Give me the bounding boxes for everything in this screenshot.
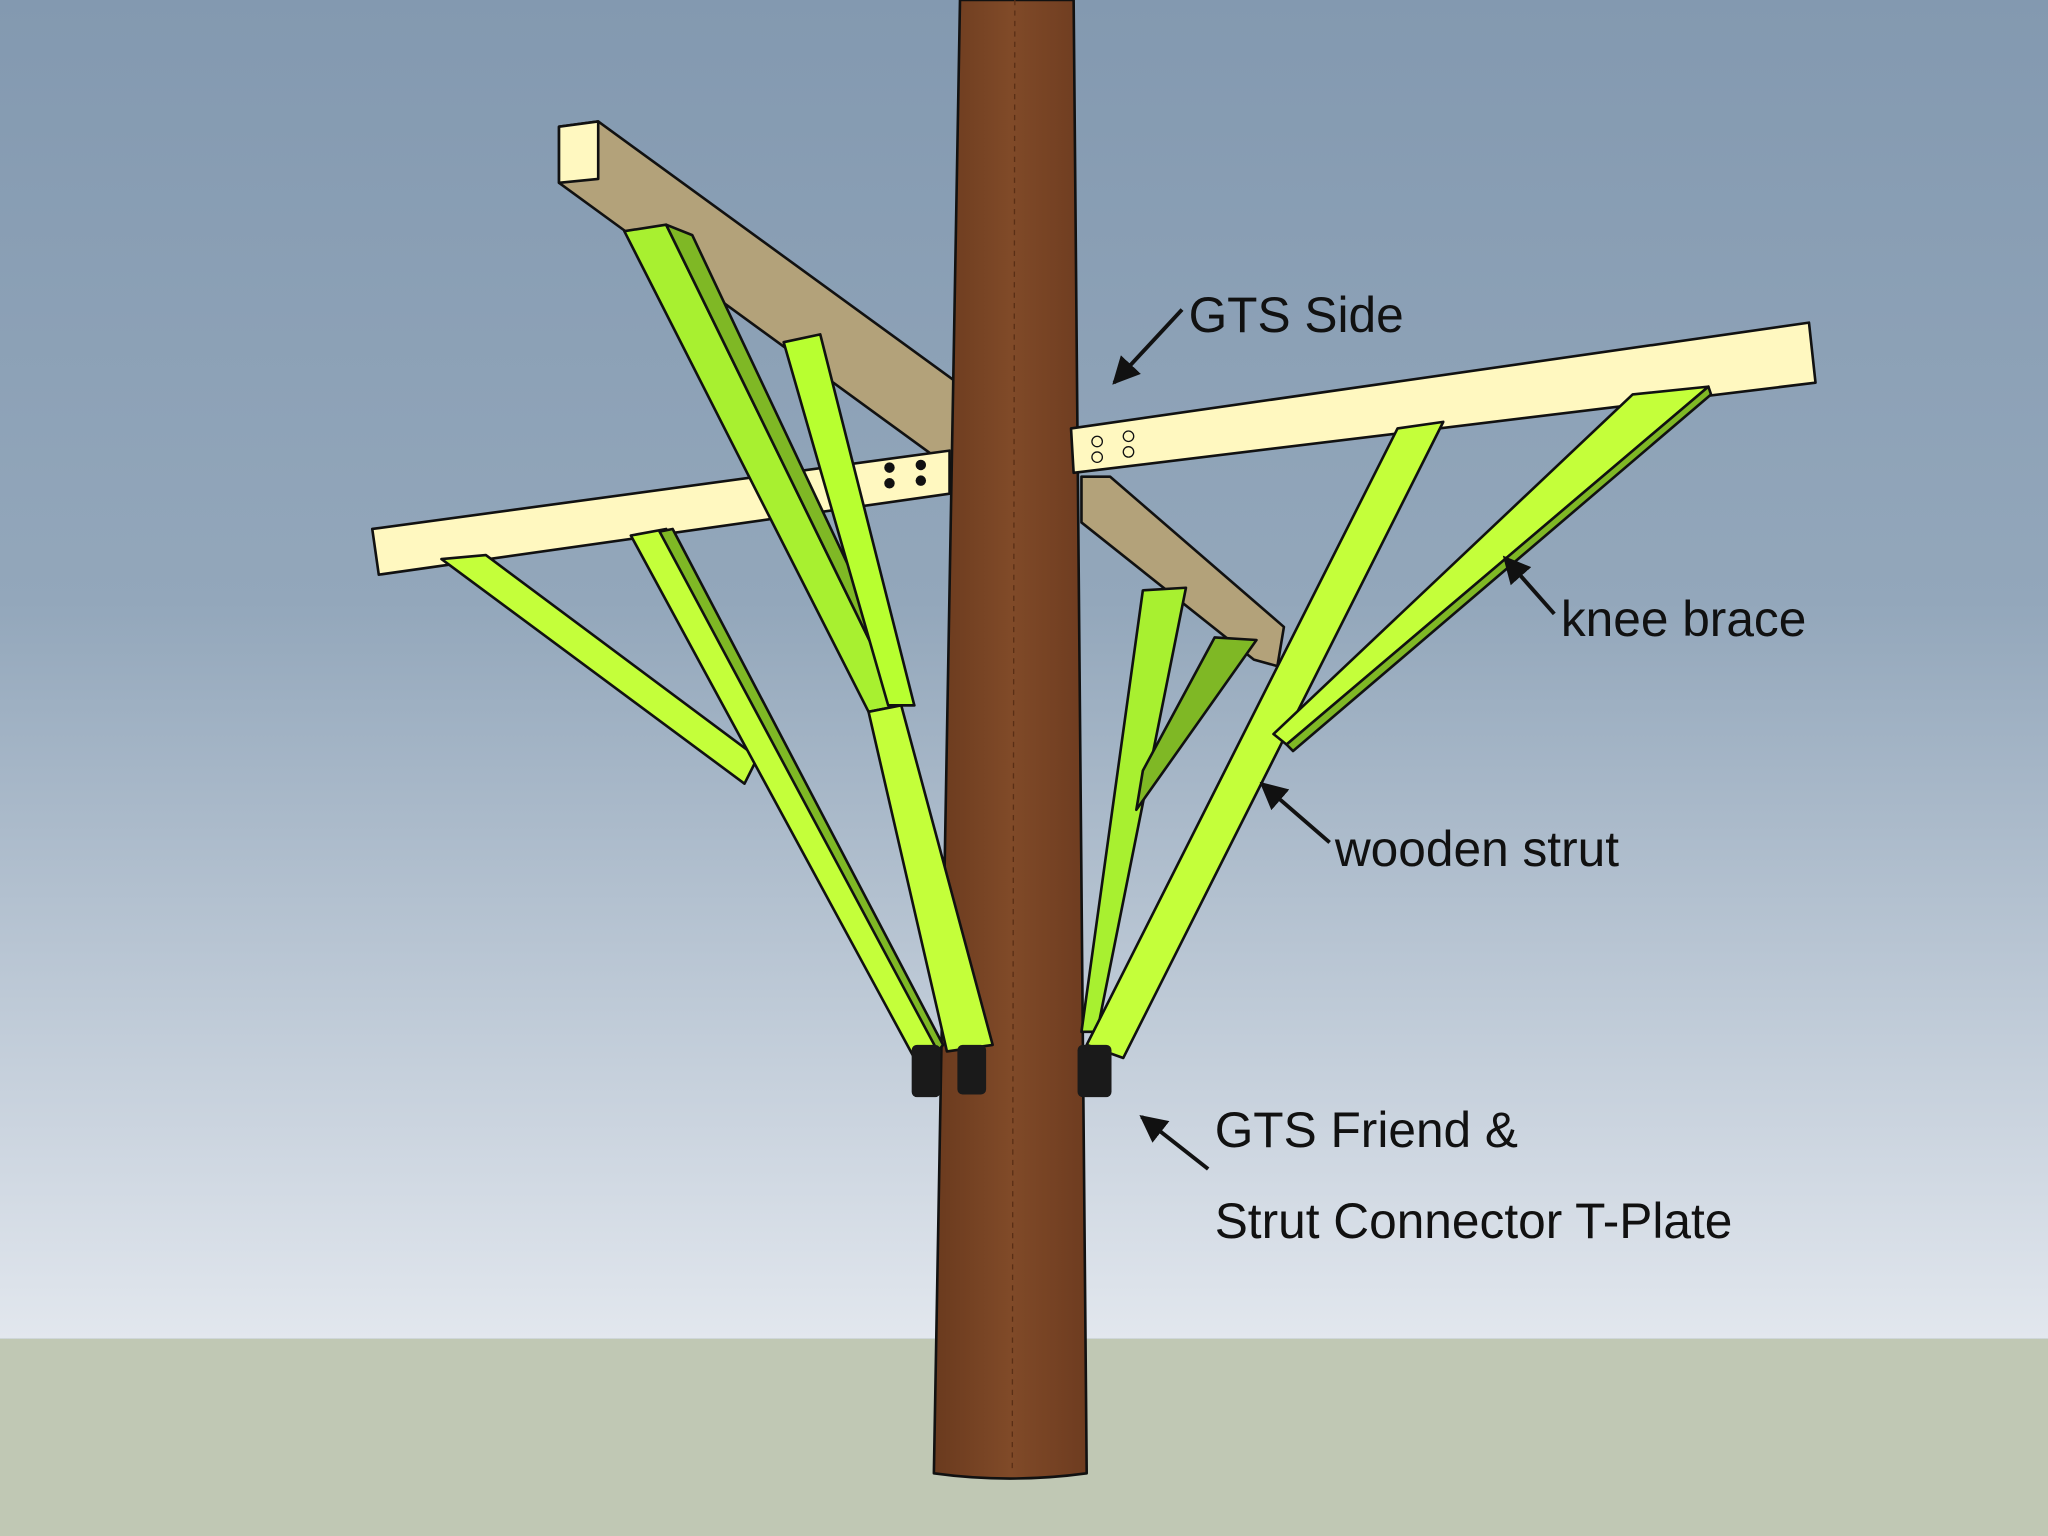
right-strut-outer: [1085, 420, 1445, 1060]
gts-side-text: GTS Side: [1189, 287, 1404, 343]
gts-friend-text-line2: Strut Connector T-Plate: [1215, 1193, 1733, 1249]
tree-pole: [932, 0, 1088, 1480]
label-gts-side: GTS Side: [1112, 287, 1404, 385]
strut-connector-plates: [911, 1044, 1112, 1098]
left-strut-inner: [782, 333, 916, 707]
back-left-beam: [557, 120, 1008, 472]
struts: [440, 223, 1713, 1060]
knee-brace-text: knee brace: [1561, 591, 1807, 647]
label-wooden-strut: wooden strut: [1259, 781, 1619, 877]
label-knee-brace: knee brace: [1502, 555, 1807, 647]
label-gts-friend: GTS Friend & Strut Connector T-Plate: [1139, 1102, 1733, 1249]
wooden-strut-text: wooden strut: [1334, 821, 1619, 877]
right-front-beam: [1069, 321, 1817, 475]
gts-friend-text-line1: GTS Friend &: [1215, 1102, 1518, 1158]
